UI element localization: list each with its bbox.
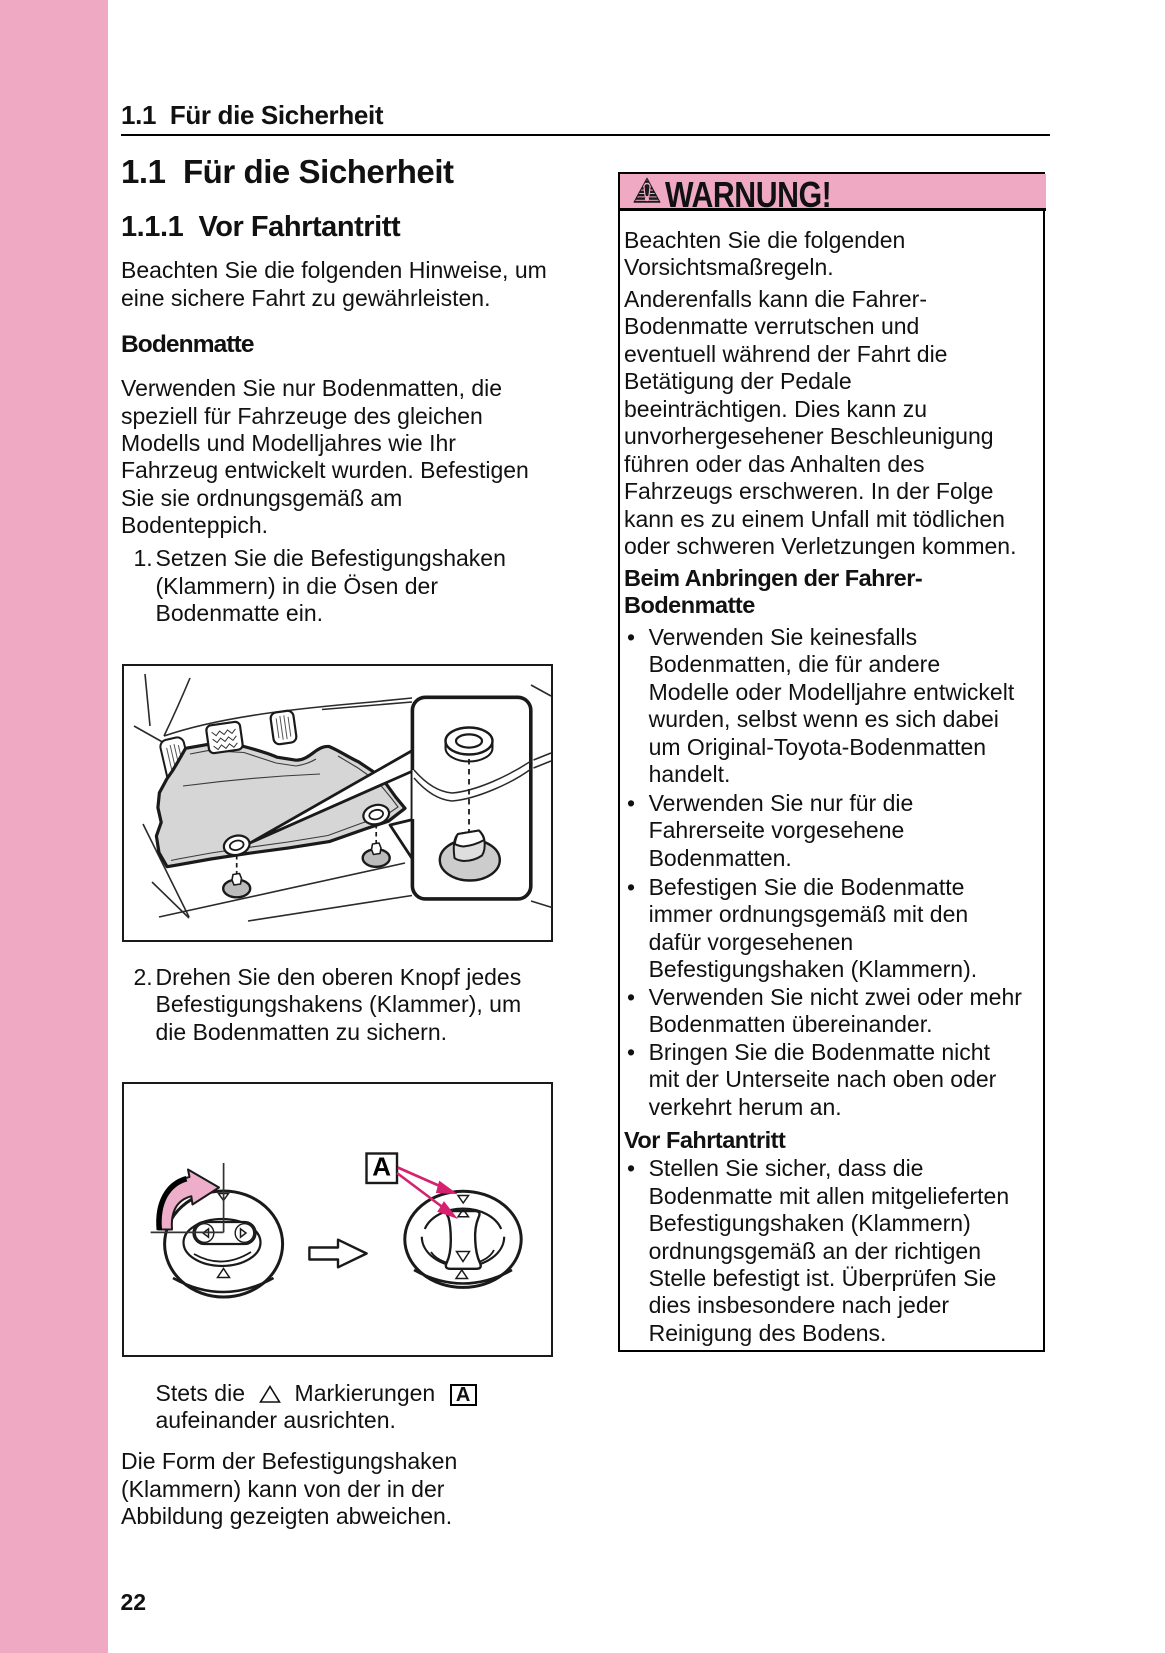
- svg-text:A: A: [372, 1152, 391, 1182]
